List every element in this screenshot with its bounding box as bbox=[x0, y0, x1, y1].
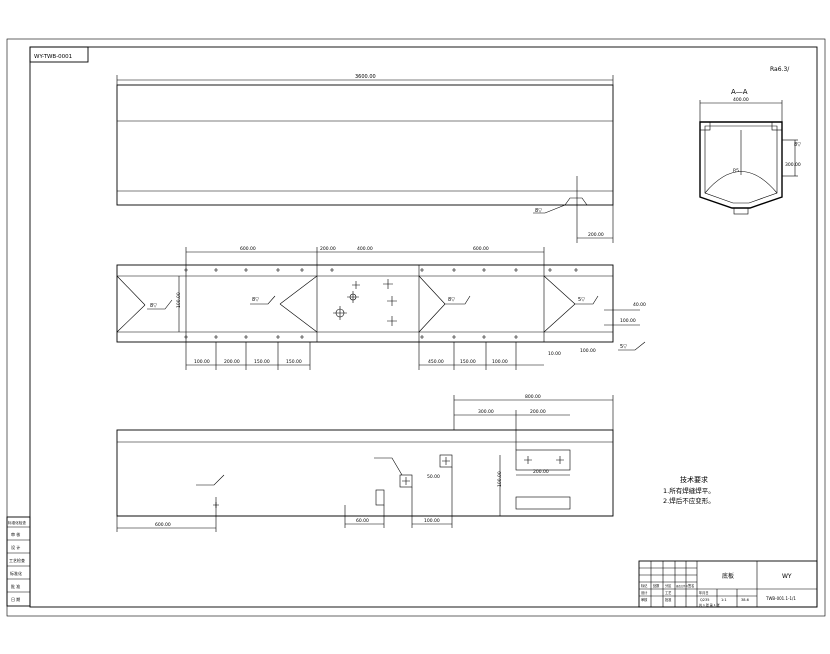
dim-bot-small-1: 60.00 bbox=[356, 518, 369, 524]
weld-w5: 8▽ bbox=[448, 297, 455, 303]
dim-mid-lower-5: 450.00 bbox=[428, 359, 444, 365]
dim-mid-side-2: 100.00 bbox=[580, 348, 596, 354]
tb-header-4: 更改文件号 bbox=[676, 584, 689, 588]
tb-header-6: 年月日 bbox=[699, 590, 709, 595]
dim-bot-left-len: 600.00 bbox=[155, 522, 171, 528]
left-sign-strip: 标准化检查 审 核 设 计 工艺检查 标准化 批 准 日 期 bbox=[6, 516, 31, 607]
dim-mid-a: 200.00 bbox=[320, 246, 336, 252]
roughness-mark: Ra6.3/ bbox=[770, 66, 790, 73]
dim-mid-lower-1: 100.00 bbox=[194, 359, 210, 365]
dim-overall-length: 3600.00 bbox=[355, 74, 376, 80]
dim-mid-lower-3: 150.00 bbox=[254, 359, 270, 365]
weld-w7: 5▽ bbox=[620, 344, 627, 350]
strip-item-3: 设 计 bbox=[11, 544, 20, 550]
tech-requirements: 技术要求 1.所有焊缝焊平。 2.焊后不应变形。 bbox=[663, 475, 715, 505]
tb-company: WY bbox=[782, 573, 792, 580]
weld-w3: 8▽ bbox=[150, 303, 157, 309]
dim-mid-lower-4: 150.00 bbox=[286, 359, 302, 365]
dim-mid-b: 400.00 bbox=[357, 246, 373, 252]
weld-w6: 5▽ bbox=[578, 297, 585, 303]
dim-mid-side-3: 40.00 bbox=[633, 302, 646, 308]
dim-mid-side-1: 100.00 bbox=[620, 318, 636, 324]
tb-header-3: 分区 bbox=[665, 583, 672, 588]
tech-req-item-2: 2.焊后不应变形。 bbox=[663, 496, 715, 505]
dim-mid-lower-6: 150.00 bbox=[460, 359, 476, 365]
dim-mid-left-span: 600.00 bbox=[240, 246, 256, 252]
dim-bot-right-span: 800.00 bbox=[525, 394, 541, 400]
dim-top-right: 200.00 bbox=[588, 232, 604, 238]
dim-bot-right-a: 300.00 bbox=[478, 409, 494, 415]
code-box-text: WY-TWB-0001 bbox=[34, 54, 72, 60]
tb-role-4: 批准 bbox=[665, 597, 672, 602]
dim-mid-lower-7: 100.00 bbox=[492, 359, 508, 365]
front-view: 3600.00 200.00 8▽ bbox=[116, 74, 614, 243]
strip-item-1: 标准化检查 bbox=[8, 520, 26, 525]
weld-w2: 8▽ bbox=[794, 142, 801, 148]
dim-bot-height: 100.00 bbox=[497, 471, 503, 487]
section-a-a: A—A 400.00 300.00 8▽ R5 bbox=[699, 88, 801, 215]
dim-bot-small-3: 50.00 bbox=[427, 474, 440, 480]
tb-role-3: 工艺 bbox=[665, 590, 671, 595]
strip-item-5: 标准化 bbox=[10, 570, 22, 576]
plan-view: 600.00 200.00 400.00 600.00 8▽ 8▽ 8▽ 5▽ … bbox=[116, 246, 646, 370]
weld-w4: 8▽ bbox=[252, 297, 259, 303]
section-label: A—A bbox=[731, 88, 748, 96]
tb-role-2: 审核 bbox=[641, 597, 648, 602]
tb-header-1: 标记 bbox=[641, 583, 648, 588]
dim-mid-lower-2: 200.00 bbox=[224, 359, 240, 365]
dim-bot-right-b: 200.00 bbox=[530, 409, 546, 415]
strip-item-4: 工艺检查 bbox=[9, 557, 25, 563]
tb-mass: 38.6 bbox=[741, 598, 749, 602]
tb-material: Q235 bbox=[700, 598, 709, 602]
section-radius: R5 bbox=[733, 168, 739, 174]
tech-req-item-1: 1.所有焊缝焊平。 bbox=[663, 486, 715, 495]
code-box bbox=[29, 46, 89, 63]
strip-item-6: 批 准 bbox=[11, 583, 20, 589]
tb-scale: 1:1 bbox=[721, 598, 727, 602]
strip-item-2: 审 核 bbox=[11, 531, 20, 537]
weld-w1: 8▽ bbox=[535, 208, 542, 214]
tb-drawing-no: TWB-001.1-1/1 bbox=[765, 596, 796, 601]
tb-role-1: 设计 bbox=[641, 590, 648, 595]
title-block: 标记 处数 分区 更改文件号 签名 年月日 设计 审核 工艺 批准 底板 WY … bbox=[638, 560, 818, 608]
dim-mid-right-span: 600.00 bbox=[473, 246, 489, 252]
dim-bot-right-c: 200.00 bbox=[533, 469, 549, 475]
tech-req-title: 技术要求 bbox=[680, 475, 708, 484]
tb-header-5: 签名 bbox=[688, 583, 694, 588]
tb-sheet: 共 1 张 第 1 张 bbox=[699, 602, 720, 607]
tb-part-name: 底板 bbox=[722, 572, 734, 580]
dim-section-width: 400.00 bbox=[733, 97, 749, 103]
sheet-border bbox=[6, 38, 826, 617]
dim-bot-small-2: 100.00 bbox=[424, 518, 440, 524]
dim-mid-height: 100.00 bbox=[176, 292, 182, 308]
dim-section-height: 300.00 bbox=[785, 162, 801, 168]
strip-item-7: 日 期 bbox=[11, 596, 20, 602]
tb-header-2: 处数 bbox=[653, 583, 660, 588]
side-view: 600.00 800.00 300.00 200.00 200.00 100.0… bbox=[116, 394, 614, 532]
dim-mid-lower-8: 10.00 bbox=[548, 351, 561, 357]
drawing-frame bbox=[29, 46, 818, 608]
